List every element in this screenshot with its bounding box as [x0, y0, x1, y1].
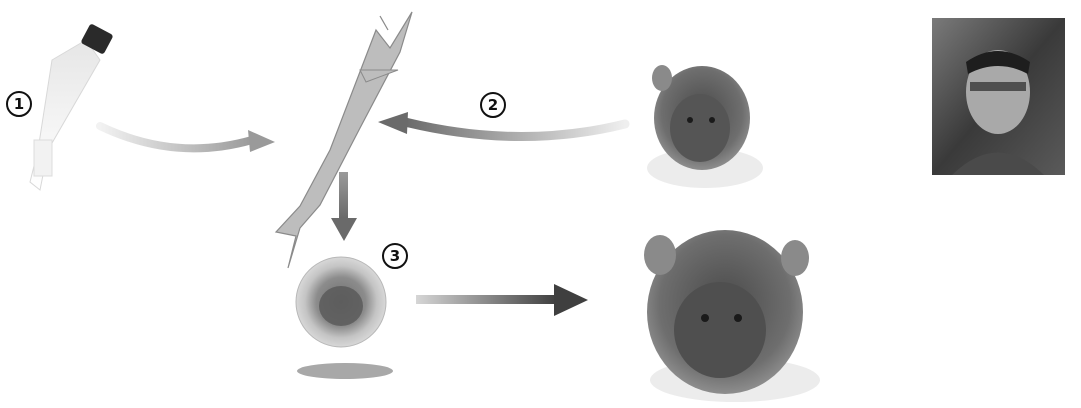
blastocyst-icon: [296, 257, 393, 379]
test-tube-icon: [30, 23, 114, 190]
arrow-cell-to-embryo: [331, 172, 357, 241]
arrow-embryo-to-mouse: [416, 284, 588, 316]
arrow-tube-to-cell: [100, 126, 275, 152]
mouse-icon: [647, 65, 763, 188]
mouse-icon: [644, 230, 820, 402]
step-3-label: 3: [382, 243, 408, 269]
portrait-photo: [932, 18, 1065, 175]
arrow-mouse-to-cell: [378, 112, 625, 137]
step-1-label: 1: [6, 91, 32, 117]
step-2-label: 2: [480, 92, 506, 118]
